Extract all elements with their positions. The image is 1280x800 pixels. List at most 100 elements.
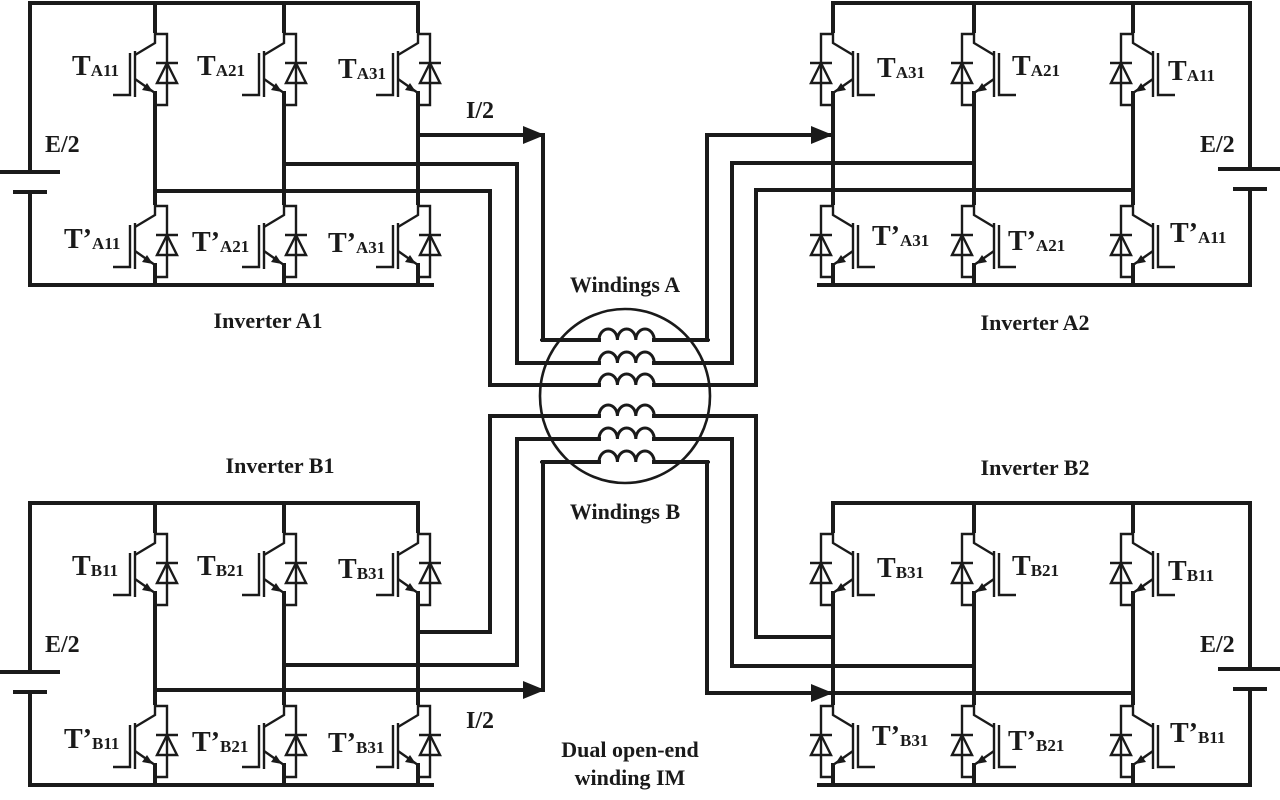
gate xyxy=(997,725,1016,769)
inverter-a2-switch-upper-2 xyxy=(950,31,1016,107)
emitter xyxy=(397,750,420,778)
wiring xyxy=(28,1,1252,787)
emitter-arrow-icon xyxy=(142,83,153,92)
switch-label-subscript: B21 xyxy=(1036,736,1064,755)
switch-label-main: T’ xyxy=(64,224,92,255)
switch-label-subscript: A11 xyxy=(1198,228,1226,247)
emitter xyxy=(972,78,995,106)
diode-rail xyxy=(819,532,833,607)
emitter xyxy=(263,250,286,278)
emitter-arrow-icon xyxy=(976,255,987,264)
diode-rail xyxy=(155,32,169,107)
coil-icon xyxy=(597,449,656,463)
wire-a2-phase2 xyxy=(652,161,976,365)
emitter xyxy=(134,750,157,778)
inverter-a1-switch-lower-1 xyxy=(113,203,179,279)
inverter-b2-frame-bottom xyxy=(817,687,1252,787)
inverter-a2-switch-lower-3 xyxy=(1109,203,1175,279)
switch-label: TA21 xyxy=(197,51,245,82)
diode-rail xyxy=(1119,204,1133,279)
emitter xyxy=(134,250,157,278)
switch-label: TA21 xyxy=(1012,51,1060,82)
switch-label: T’A31 xyxy=(328,228,385,259)
collector xyxy=(263,31,286,57)
inverter-a1-switch-upper-1 xyxy=(113,31,179,107)
emitter-arrow-icon xyxy=(835,583,846,592)
collector xyxy=(397,531,420,557)
current-label-bottom: I/2 xyxy=(466,708,494,734)
inverter-b1-label: Inverter B1 xyxy=(226,453,335,478)
switch-label: T’B11 xyxy=(1170,718,1225,749)
wire-b2-phase2 xyxy=(652,437,976,668)
switch-label-subscript: A31 xyxy=(357,64,386,83)
switch-label: TB31 xyxy=(877,553,924,584)
gate xyxy=(1156,53,1175,97)
motor-circle xyxy=(538,307,712,485)
diode-rail xyxy=(1119,704,1133,779)
switch-label-main: T’ xyxy=(1170,218,1198,249)
emitter xyxy=(972,578,995,606)
diode-icon xyxy=(950,560,974,585)
switch-label-main: T’ xyxy=(192,227,220,258)
switch-label-main: T xyxy=(197,551,216,582)
inverter-b2-battery-icon xyxy=(1218,667,1280,691)
switch-label: TB11 xyxy=(72,551,118,582)
inverter-a2-switch-upper-1 xyxy=(809,31,875,107)
emitter xyxy=(134,78,157,106)
switch-label-main: T xyxy=(1168,56,1187,87)
switch-label-subscript: B31 xyxy=(356,738,384,757)
diode-icon xyxy=(418,560,442,585)
diode-icon xyxy=(284,232,308,257)
emitter xyxy=(263,78,286,106)
gate xyxy=(113,725,132,769)
switch-label-main: T xyxy=(877,553,896,584)
inverter-b2-switch-upper-1 xyxy=(809,531,875,607)
collector xyxy=(263,531,286,557)
inverter-b2-switch-upper-3 xyxy=(1109,531,1175,607)
collector xyxy=(972,31,995,57)
current-arrow-icon xyxy=(811,126,833,144)
switch-label: TA11 xyxy=(72,51,119,82)
emitter-arrow-icon xyxy=(142,255,153,264)
switch-label-main: T xyxy=(72,51,91,82)
switch-label-main: T’ xyxy=(64,724,92,755)
emitter xyxy=(972,750,995,778)
emitter-arrow-icon xyxy=(405,255,416,264)
switch-label-main: T xyxy=(877,53,896,84)
emitter-arrow-icon xyxy=(835,755,846,764)
switch-label-main: T xyxy=(338,554,357,585)
inverter-a1-frame-top xyxy=(28,1,420,174)
diode-rail xyxy=(418,32,432,107)
gate xyxy=(997,53,1016,97)
current-arrow-icon xyxy=(523,681,545,699)
inverter-b1-battery-icon xyxy=(0,670,60,694)
switch-label-main: T xyxy=(338,54,357,85)
coil-icon xyxy=(597,426,656,440)
inverter-a2-switch-lower-2 xyxy=(950,203,1016,279)
collector xyxy=(134,531,157,557)
switch-label-subscript: A11 xyxy=(91,61,119,80)
inverter-b1-switch-upper-1 xyxy=(113,531,179,607)
gate xyxy=(113,553,132,597)
inverter-a1-switch-lower-2 xyxy=(242,203,308,279)
emitter-arrow-icon xyxy=(271,255,282,264)
emitter xyxy=(831,78,854,106)
diode-rail xyxy=(960,704,974,779)
motor-caption-line2: winding IM xyxy=(575,765,686,790)
inverter-b2-label: Inverter B2 xyxy=(981,455,1090,480)
collector xyxy=(972,203,995,229)
emitter xyxy=(397,578,420,606)
diode-icon xyxy=(809,732,833,757)
switch-label-main: T’ xyxy=(872,221,900,252)
gate xyxy=(856,53,875,97)
switch-label: T’B21 xyxy=(1008,726,1064,757)
switch-label: T’B21 xyxy=(192,727,248,758)
switch-label-subscript: B21 xyxy=(216,561,244,580)
diode-icon xyxy=(809,60,833,85)
collector xyxy=(134,703,157,729)
diode-rail xyxy=(1119,32,1133,107)
collector xyxy=(397,31,420,57)
switch-label: T’A21 xyxy=(1008,226,1065,257)
coil-icon xyxy=(597,403,656,417)
gate xyxy=(376,53,395,97)
